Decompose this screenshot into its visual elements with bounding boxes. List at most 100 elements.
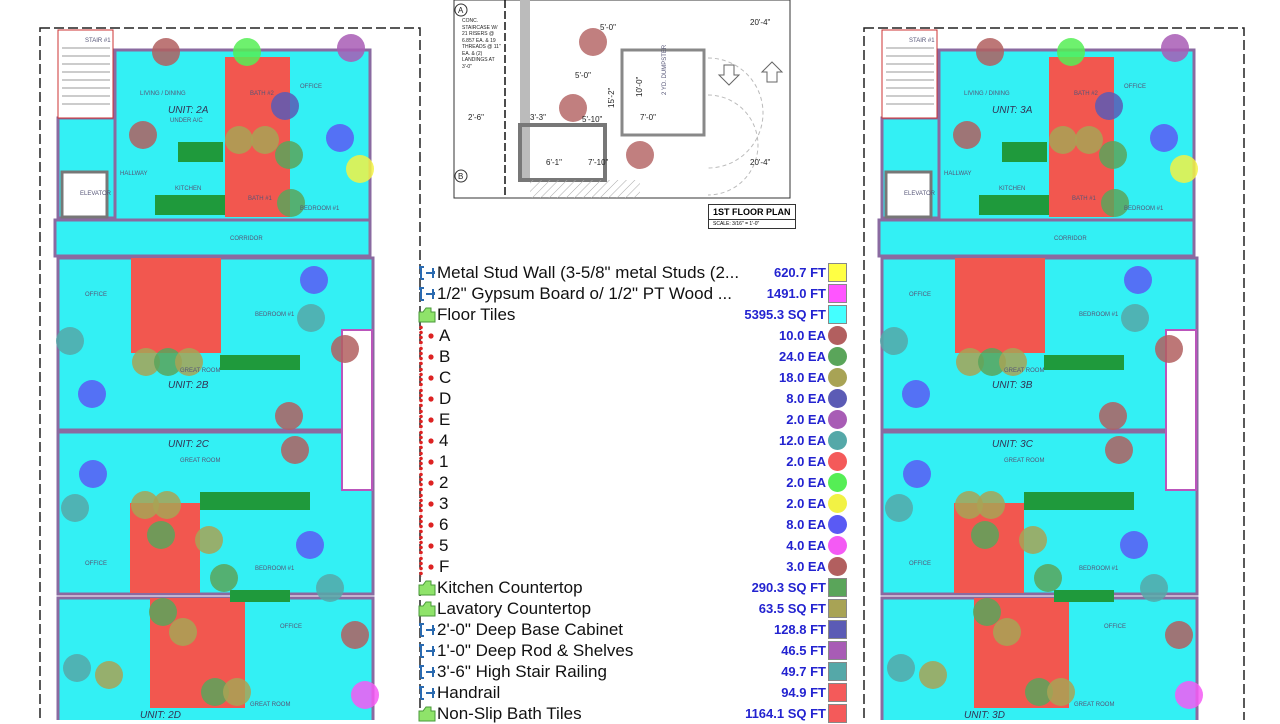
room-label: GREAT ROOM <box>1004 368 1044 374</box>
legend-row[interactable]: 1/2" Gypsum Board o/ 1/2" PT Wood ...149… <box>417 283 847 304</box>
legend-color-swatch <box>828 599 847 618</box>
legend-color-swatch <box>828 578 847 597</box>
room-label: OFFICE <box>85 561 107 567</box>
room-label: BEDROOM #1 <box>1124 206 1164 212</box>
count-group-line <box>419 535 423 556</box>
count-marker-C <box>955 491 983 519</box>
count-group-line <box>419 451 423 472</box>
legend-label: F <box>439 557 450 576</box>
count-group-line <box>419 367 423 388</box>
legend-quantity: 2.0 EA <box>786 454 826 469</box>
room-label: GREAT ROOM <box>180 458 220 464</box>
count-marker-4 <box>297 304 325 332</box>
legend-color-swatch <box>828 263 847 282</box>
legend-quantity: 620.7 FT <box>773 265 826 280</box>
kitchen-countertop <box>155 195 225 215</box>
legend-quantity: 94.9 FT <box>781 685 826 700</box>
bath-tile-area <box>131 258 221 353</box>
count-marker-3 <box>346 155 374 183</box>
count-marker-B <box>1025 678 1053 706</box>
count-icon <box>417 411 437 429</box>
count-marker-C <box>223 678 251 706</box>
unit-label: UNIT: 3C <box>992 439 1034 450</box>
room-label: BEDROOM #1 <box>1079 312 1119 318</box>
count-marker-6 <box>326 124 354 152</box>
count-icon <box>417 348 437 366</box>
legend-quantity: 12.0 EA <box>779 433 826 448</box>
count-marker-4 <box>63 654 91 682</box>
legend-color-swatch <box>828 704 847 723</box>
legend-color-swatch <box>828 641 847 660</box>
legend-label: 2 <box>439 473 449 492</box>
room-label: HALLWAY <box>944 171 972 177</box>
count-marker-C <box>1047 678 1075 706</box>
legend-color-swatch <box>828 536 847 555</box>
unit-label: UNIT: 2A <box>168 105 209 116</box>
count-marker-C <box>251 126 279 154</box>
count-marker-F <box>331 335 359 363</box>
plan-labels: 20'-4" 20'-4" 5'-0" 5'-0" 15'-2" 10'-0" … <box>80 6 1164 720</box>
room-label: STAIR #1 <box>909 38 935 44</box>
polyline-icon <box>417 663 437 681</box>
room-label: KITCHEN <box>175 186 201 192</box>
legend-quantity: 8.0 EA <box>786 391 826 406</box>
count-marker-6 <box>296 531 324 559</box>
count-marker-4 <box>885 494 913 522</box>
room-label: BATH #2 <box>250 91 275 97</box>
room-label: ELEVATOR <box>80 191 112 197</box>
legend-quantity: 2.0 EA <box>786 496 826 511</box>
kitchen-countertop <box>979 195 1049 215</box>
count-marker-2 <box>1057 38 1085 66</box>
title-block: 1ST FLOOR PLAN SCALE: 3/16" = 1'-0" <box>708 204 796 229</box>
legend-label: A <box>439 326 451 345</box>
unit-label: UNIT: 3B <box>992 380 1033 391</box>
count-group-line <box>419 493 423 514</box>
count-marker-B <box>201 678 229 706</box>
count-marker-F <box>953 121 981 149</box>
count-icon <box>417 516 437 534</box>
drawing-title: 1ST FLOOR PLAN <box>709 205 795 220</box>
count-marker-4 <box>880 327 908 355</box>
count-marker-C <box>132 348 160 376</box>
dimension-label: 5'-0" <box>600 23 616 32</box>
legend-label: 2'-0" Deep Base Cabinet <box>437 620 624 639</box>
legend-color-swatch <box>828 683 847 702</box>
floor-tile-area <box>877 218 1196 258</box>
kitchen-countertop <box>1024 492 1134 510</box>
count-group-line <box>419 409 423 430</box>
count-marker-C <box>1075 126 1103 154</box>
count-marker-C <box>131 491 159 519</box>
room-label: BATH #2 <box>1074 91 1099 97</box>
room-label: BEDROOM #1 <box>255 566 295 572</box>
legend-row[interactable]: Metal Stud Wall (3-5/8" metal Studs (2..… <box>417 262 847 283</box>
count-marker-6 <box>79 460 107 488</box>
legend-color-swatch <box>828 431 847 450</box>
count-marker-C <box>919 661 947 689</box>
legend-quantity: 63.5 SQ FT <box>758 601 826 616</box>
dimension-label: 5'-0" <box>575 71 591 80</box>
area-icon <box>417 579 437 597</box>
room-label: BEDROOM #1 <box>300 206 340 212</box>
elevator <box>884 170 933 219</box>
